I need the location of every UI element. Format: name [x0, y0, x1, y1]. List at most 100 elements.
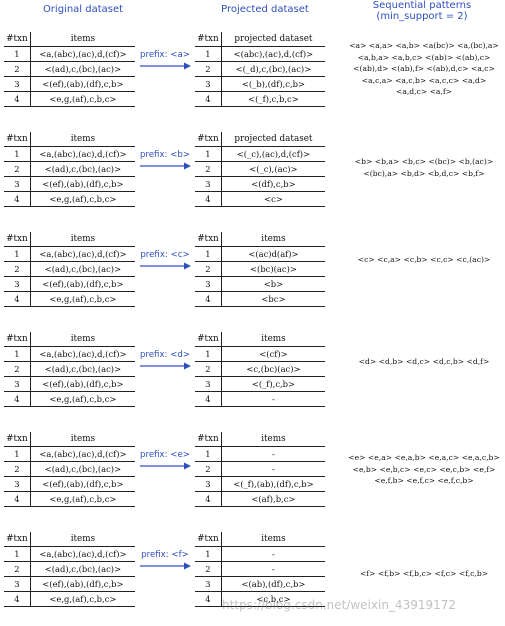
items-cell: <(abc),(ac),d,(cf)> — [220, 46, 325, 62]
items-cell: <a,(abc),(ac),d,(cf)> — [29, 546, 135, 562]
pattern: <e,a,c> — [428, 453, 462, 462]
table-row: 1<a,(abc),(ac),d,(cf)> — [4, 546, 135, 562]
col-header-items: items — [29, 232, 135, 247]
prefix-label: prefix: <b> — [139, 150, 191, 160]
txn-cell: 2 — [195, 161, 222, 177]
pattern: <c,c> — [430, 255, 457, 264]
table-row: 1<a,(abc),(ac),d,(cf)> — [4, 346, 135, 362]
txn-cell: 3 — [195, 76, 222, 92]
items-cell: <(ad),c,(bc),(ac)> — [29, 261, 135, 277]
items-cell: <(_f),c,b,c> — [220, 91, 325, 107]
pattern: <e,c,b> — [439, 464, 473, 474]
sequential-patterns: <d> <d,b> <d,c> <d,c,b> <d,f> — [345, 356, 503, 368]
txn-cell: 1 — [195, 246, 222, 262]
items-cell: - — [220, 391, 325, 407]
txn-cell: 4 — [195, 591, 222, 607]
col-header-txn: #txn — [4, 332, 31, 347]
items-cell: <(ad),c,(bc),(ac)> — [29, 61, 135, 77]
txn-cell: 3 — [4, 76, 31, 92]
items-cell: - — [220, 561, 325, 577]
pattern: <e,f,c> — [406, 476, 438, 486]
table-row: 2<(ad),c,(bc),(ac)> — [4, 461, 135, 477]
items-cell: <(bc)(ac)> — [220, 261, 325, 277]
txn-cell: 1 — [4, 546, 31, 562]
table-row: 3<(ef),(ab),(df),c,b> — [4, 476, 135, 492]
pattern: <c,b> — [403, 255, 431, 264]
txn-cell: 2 — [195, 461, 222, 477]
table-row: 1<(ac)d(af)> — [195, 246, 325, 262]
items-cell: <a,(abc),(ac),d,(cf)> — [29, 446, 135, 462]
txn-cell: 4 — [195, 91, 222, 107]
items-cell: <bc> — [220, 291, 325, 307]
txn-cell: 1 — [195, 346, 222, 362]
table-row: 3<(ef),(ab),(df),c,b> — [4, 76, 135, 92]
projection-arrow-icon — [140, 362, 191, 370]
pattern: <e,c> — [413, 464, 440, 474]
items-cell: <e,g,(af),c,b,c> — [29, 591, 135, 607]
col-header-items: items — [220, 232, 325, 247]
col-header-items: items — [29, 532, 135, 547]
table-row: 1<a,(abc),(ac),d,(cf)> — [4, 46, 135, 62]
header-original-dataset: Original dataset — [42, 4, 124, 15]
txn-cell: 3 — [195, 376, 222, 392]
col-header-txn: #txn — [4, 232, 31, 247]
col-header-txn: #txn — [195, 132, 222, 147]
pattern: <a,b> — [395, 41, 423, 50]
table-row: 4<e,g,(af),c,b,c> — [4, 491, 135, 507]
items-cell: <a,(abc),(ac),d,(cf)> — [29, 246, 135, 262]
table-row: 2<(ad),c,(bc),(ac)> — [4, 561, 135, 577]
pattern: <e,a,c,b> — [461, 453, 500, 462]
items-cell: <(ad),c,(bc),(ac)> — [29, 161, 135, 177]
items-cell: <(ef),(ab),(df),c,b> — [29, 276, 135, 292]
items-cell: <a,(abc),(ac),d,(cf)> — [29, 146, 135, 162]
col-header-txn: #txn — [195, 332, 222, 347]
projection-arrow-icon — [140, 562, 191, 570]
txn-cell: 4 — [4, 91, 31, 107]
pattern: <a,d,c> — [395, 87, 430, 97]
table-row: 2<(bc)(ac)> — [195, 261, 325, 277]
header-sequential-patterns: Sequential patterns (min_support = 2) — [372, 0, 472, 22]
table-row: 2<(ad),c,(bc),(ac)> — [4, 161, 135, 177]
txn-cell: 2 — [4, 61, 31, 77]
table-row: 4<(_f),c,b,c> — [195, 91, 325, 107]
col-header-items: items — [29, 132, 135, 147]
table-row: 4<(af),b,c> — [195, 491, 325, 507]
txn-cell: 3 — [4, 176, 31, 192]
col-header-items: items — [29, 32, 135, 47]
pattern: <b,d,c> — [427, 168, 462, 178]
table-row: 1<(abc),(ac),d,(cf)> — [195, 46, 325, 62]
txn-cell: 4 — [4, 191, 31, 207]
pattern: <(ab),d,c> — [426, 64, 471, 74]
items-cell: <(ad),c,(bc),(ac)> — [29, 461, 135, 477]
table-row: 1- — [195, 546, 325, 562]
txn-cell: 3 — [195, 476, 222, 492]
items-cell: <(_f),c,b> — [220, 376, 325, 392]
sequential-patterns: <c> <c,a> <c,b> <c,c> <c,(ac)> — [345, 254, 503, 266]
txn-cell: 1 — [4, 146, 31, 162]
pattern: <e> — [348, 453, 368, 462]
table-row: 4- — [195, 391, 325, 407]
items-cell: <(ad),c,(bc),(ac)> — [29, 361, 135, 377]
table-row: 3<(_b),(df),c,b> — [195, 76, 325, 92]
items-cell: <(cf)> — [220, 346, 325, 362]
table-row: 3<(ef),(ab),(df),c,b> — [4, 576, 135, 592]
pattern: <(ab)> — [425, 52, 456, 62]
table-row: 1<a,(abc),(ac),d,(cf)> — [4, 446, 135, 462]
table-row: 1<a,(abc),(ac),d,(cf)> — [4, 146, 135, 162]
pattern: <f,c> — [434, 569, 459, 578]
table-row: 4<e,g,(af),c,b,c> — [4, 91, 135, 107]
txn-cell: 2 — [195, 561, 222, 577]
table-row: 4<bc> — [195, 291, 325, 307]
pattern: <e,f,c,b> — [437, 476, 474, 486]
table-row: 4<e,g,(af),c,b,c> — [4, 391, 135, 407]
pattern: <a,f> — [429, 87, 453, 97]
projection-arrow-icon — [140, 62, 191, 70]
